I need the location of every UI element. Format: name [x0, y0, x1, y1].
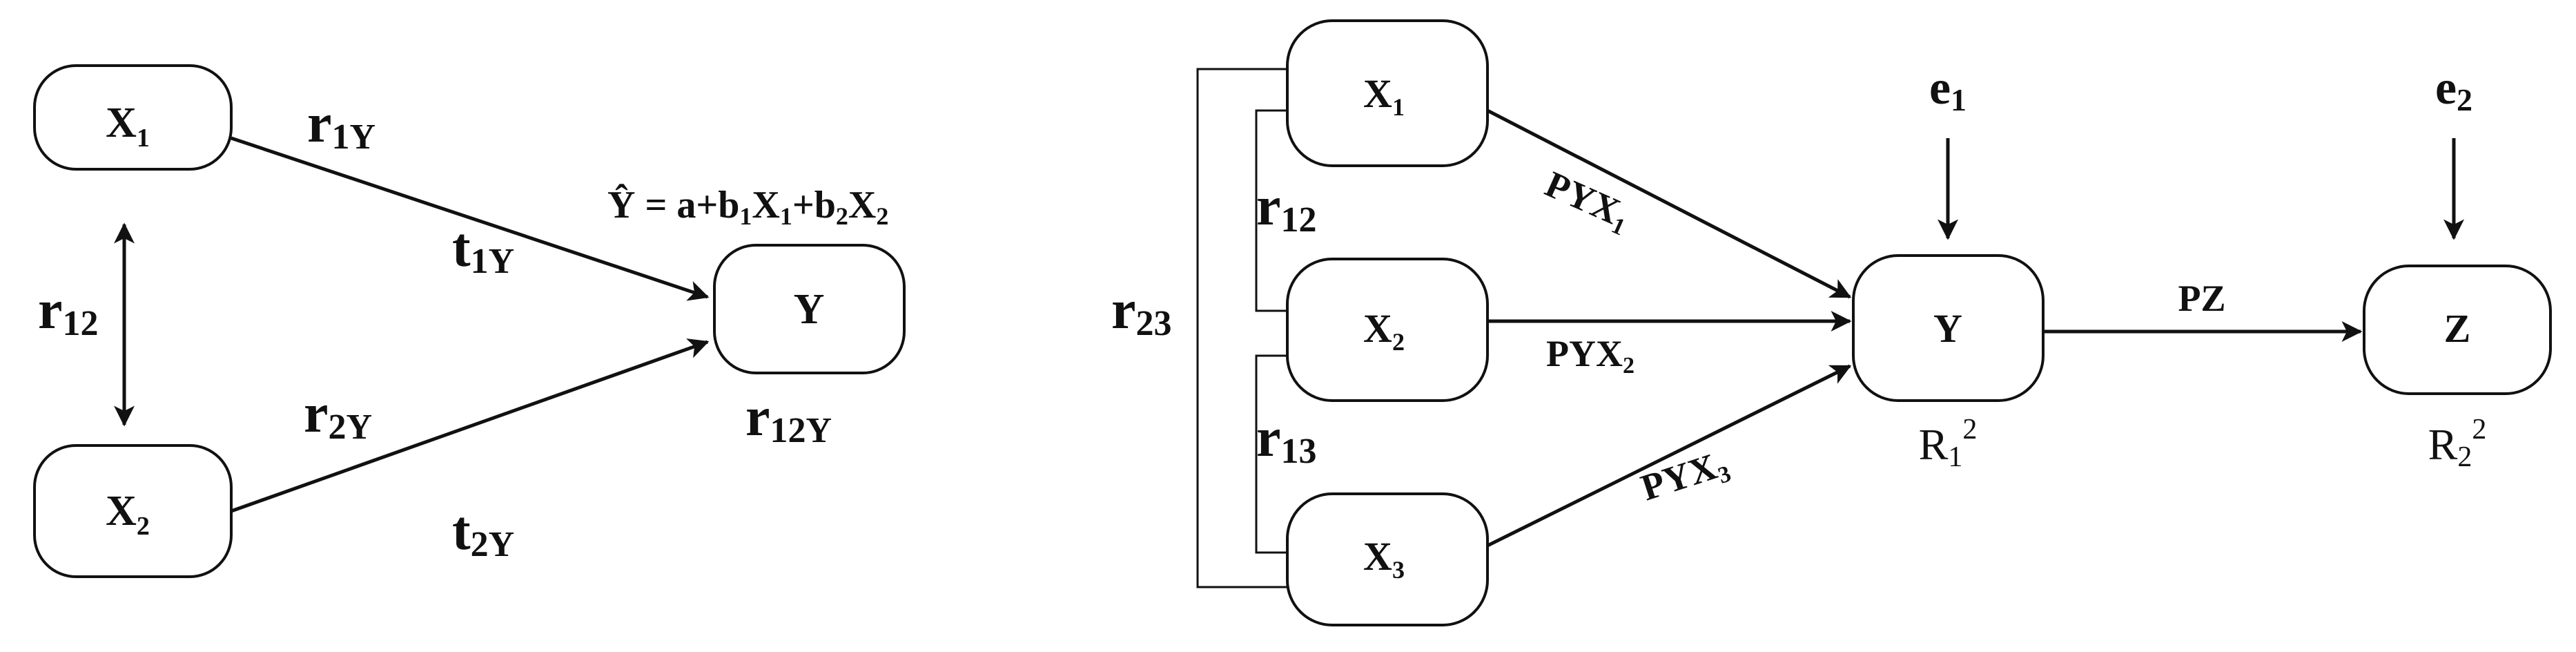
- node-x3: X3: [1286, 492, 1489, 626]
- label-r13: r13: [1256, 408, 1317, 471]
- node-y: Y: [713, 244, 906, 374]
- label-r1-squared: R12: [1919, 414, 1978, 473]
- label-pz: PZ: [2178, 278, 2225, 319]
- svg-text:Y: Y: [794, 286, 825, 333]
- bracket-r13: [1255, 354, 1287, 554]
- label-r12: r12: [38, 280, 99, 343]
- node-x2: X2: [1286, 258, 1489, 402]
- node-x2: X2: [33, 444, 233, 578]
- svg-text:X2: X2: [1363, 306, 1405, 356]
- label-r1y: r1Y: [307, 93, 375, 157]
- label-pyx2: PYX2: [1546, 333, 1635, 378]
- svg-text:X1: X1: [1363, 71, 1405, 121]
- correlation-brackets: [1196, 68, 1287, 588]
- svg-text:Y: Y: [1933, 306, 1962, 351]
- edge-x3-to-y: [1486, 364, 1852, 548]
- edge-x1-to-y: [231, 136, 710, 301]
- right-path-diagram: X1 X2 X3 Y Z r12 r13 r23 PYX1 PYX2 PYX3 …: [1111, 19, 2552, 626]
- edge-x2-to-y: [231, 338, 710, 513]
- label-pyx3: PYX3: [1636, 442, 1734, 512]
- svg-text:Z: Z: [2444, 306, 2471, 351]
- label-r12y: r12Y: [745, 387, 832, 450]
- node-x1: X1: [1286, 19, 1489, 167]
- bracket-r23: [1196, 68, 1287, 588]
- svg-text:X2: X2: [106, 488, 150, 541]
- label-e1: e1: [1929, 61, 1967, 117]
- svg-text:X3: X3: [1363, 534, 1405, 584]
- label-r2y: r2Y: [304, 383, 372, 447]
- svg-text:X1: X1: [106, 99, 150, 153]
- label-t2y: t2Y: [452, 501, 514, 564]
- regression-equation: Ŷ = a+b1X1+b2X2: [607, 183, 888, 230]
- label-pyx1: PYX1: [1538, 163, 1637, 240]
- bracket-r12: [1255, 109, 1287, 312]
- edge-x1-to-y: [1486, 108, 1852, 299]
- node-y: Y: [1852, 254, 2045, 402]
- label-r12: r12: [1256, 176, 1317, 240]
- node-z: Z: [2363, 265, 2552, 395]
- label-r2-squared: R22: [2428, 414, 2487, 473]
- label-e2: e2: [2435, 61, 2472, 117]
- label-r23: r23: [1111, 280, 1172, 343]
- label-t1y: t1Y: [452, 218, 514, 281]
- left-regression-diagram: X1 X2 Y r1Y t1Y r2Y t2Y r12 r12Y Ŷ = a+b…: [33, 64, 906, 578]
- node-x1: X1: [33, 64, 233, 171]
